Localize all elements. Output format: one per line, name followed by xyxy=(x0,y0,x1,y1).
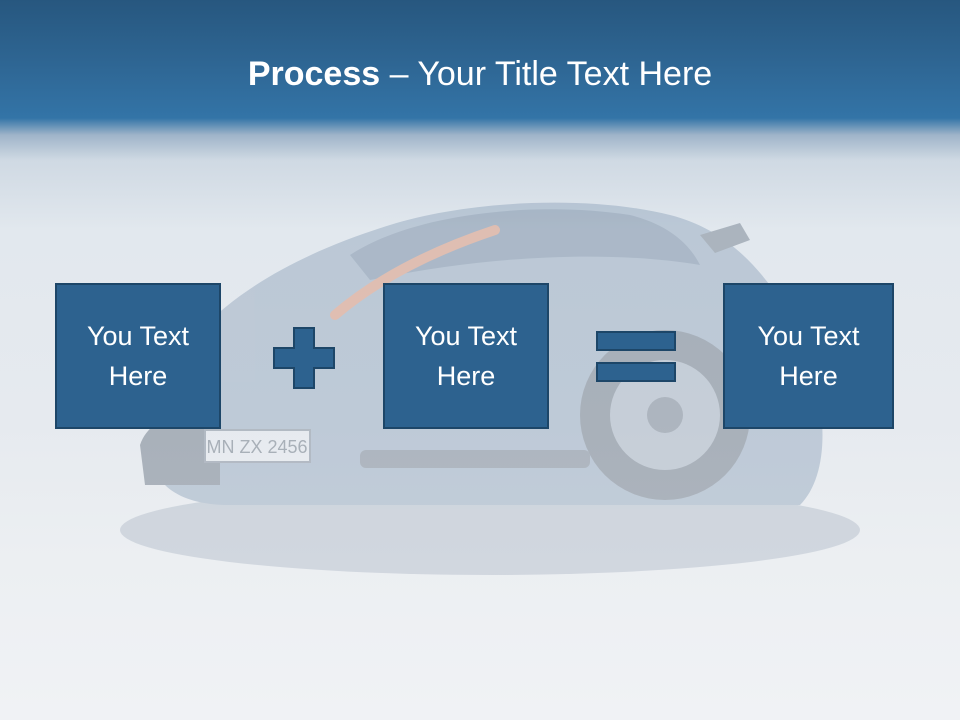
plus-icon xyxy=(273,327,335,389)
equals-top-bar xyxy=(596,331,676,351)
title-rest: – Your Title Text Here xyxy=(380,55,713,93)
title-bold: Process xyxy=(247,55,381,93)
license-plate-text: MN ZX 2456 xyxy=(206,437,307,457)
text-box-3[interactable]: You Text Here xyxy=(723,283,894,429)
text-box-1[interactable]: You Text Here xyxy=(55,283,221,429)
text-box-2[interactable]: You Text Here xyxy=(383,283,549,429)
title-bar: Process – Your Title Text Here xyxy=(0,0,960,150)
equals-icon xyxy=(596,331,676,383)
equals-bottom-bar xyxy=(596,362,676,382)
slide-title: Process – Your Title Text Here xyxy=(0,52,960,96)
